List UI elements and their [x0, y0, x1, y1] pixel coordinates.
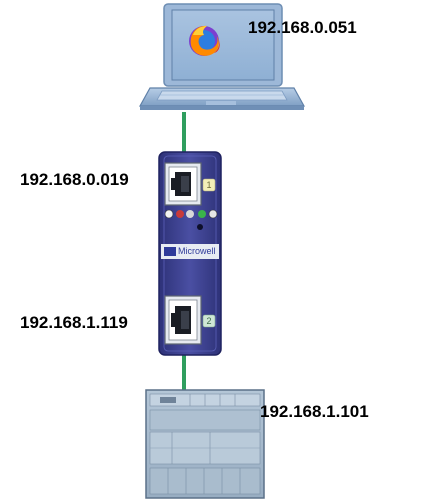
laptop-screen	[171, 9, 275, 81]
plc-ip-label: 192.168.1.101	[260, 402, 369, 421]
port-2-number: 2	[206, 316, 212, 326]
plc-device	[145, 389, 265, 499]
laptop-touchpad	[206, 101, 236, 105]
laptop-ip-label: 192.168.0.051	[248, 18, 357, 37]
gateway-port1-ip-label: 192.168.0.019	[20, 170, 129, 189]
microwell-logo-icon	[164, 247, 176, 256]
gateway-port2-ip-label: 192.168.1.119	[20, 313, 128, 332]
laptop-keyboard	[156, 90, 288, 101]
port-1-badge	[202, 178, 216, 192]
port-2-badge	[202, 314, 216, 328]
firefox-icon	[189, 25, 220, 56]
port-1-number: 1	[206, 180, 212, 190]
status-leds	[164, 209, 218, 230]
gateway-brand-label: Microwell	[178, 246, 216, 256]
laptop	[138, 3, 306, 110]
gateway-device	[158, 151, 222, 356]
